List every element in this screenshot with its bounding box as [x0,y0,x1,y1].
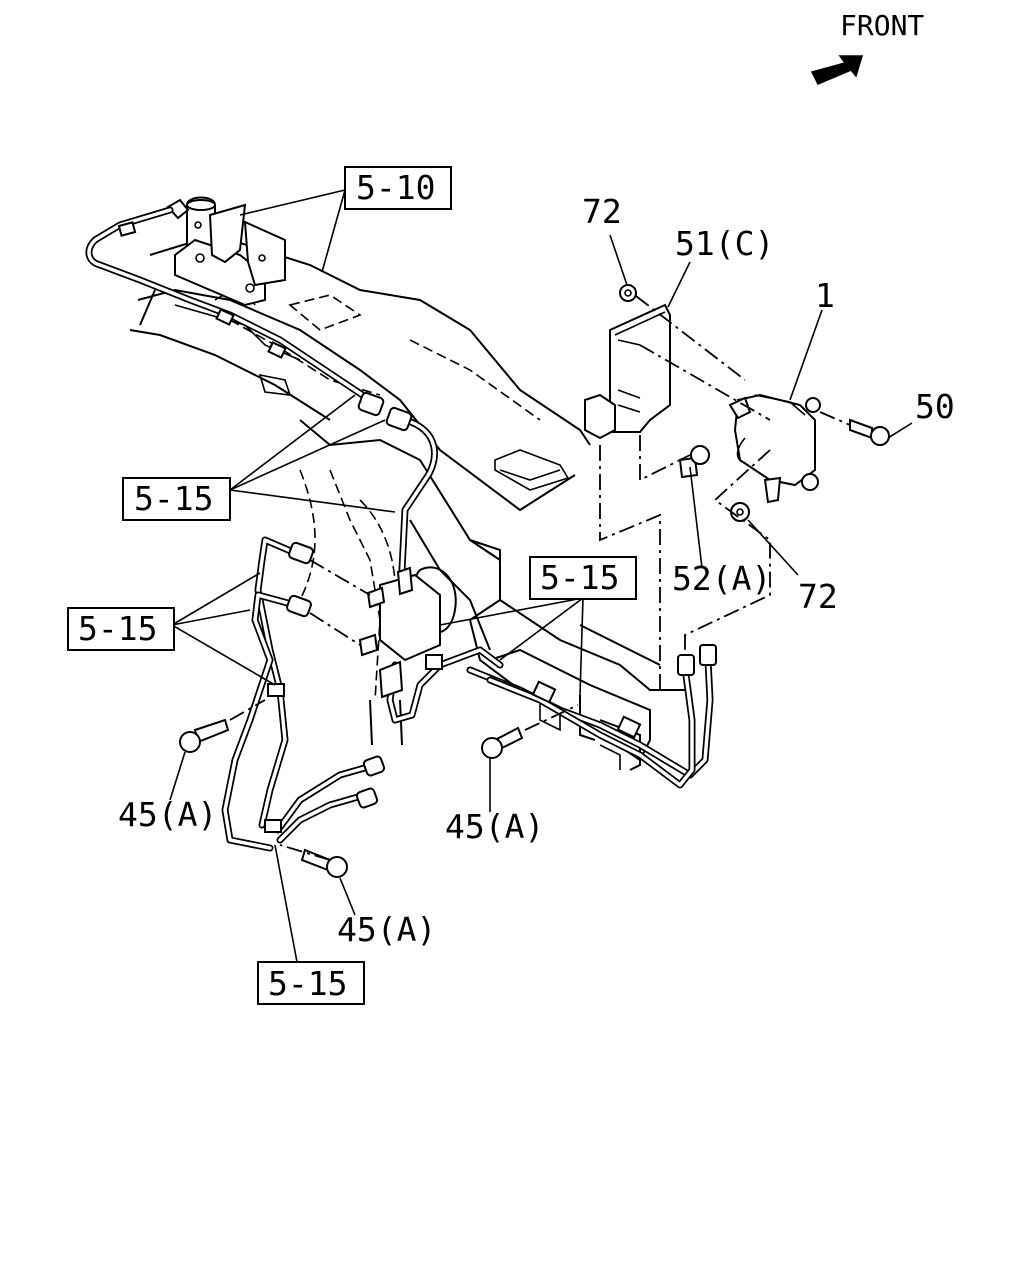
leader-lines [169,189,913,963]
ref-box-5-15-b: 5-15 [529,556,637,600]
ref-box-5-10: 5-10 [344,166,452,210]
callout-52a: 52(A) [672,559,771,598]
valve-bracket-assembly [166,196,286,307]
nut-72-top [619,284,637,302]
callout-45a-mid: 45(A) [445,807,544,846]
callout-1: 1 [815,276,835,315]
callout-50: 50 [915,387,955,426]
svg-text:5-10: 5-10 [356,168,435,207]
ref-box-5-15-d: 5-15 [257,961,365,1005]
callout-51c: 51(C) [675,224,774,263]
sensor-bracket [584,303,671,440]
part-callouts: 72 51(C) 1 50 52(A) 72 45(A) 45(A) 45(A) [118,192,955,949]
callout-45a-lower: 45(A) [337,910,436,949]
callout-45a-left: 45(A) [118,795,217,834]
arrow-icon [810,55,864,85]
pipe-fittings [286,391,717,809]
callout-72-top: 72 [582,192,622,231]
ref-box-5-15-c: 5-15 [67,607,175,651]
fasteners [179,284,890,878]
svg-text:5-15: 5-15 [78,609,157,648]
front-indicator: FRONT [810,9,924,85]
pipe-network [85,206,714,852]
assembly-lines [229,295,851,861]
front-label: FRONT [840,9,924,42]
svg-text:5-15: 5-15 [134,479,213,518]
svg-text:5-15: 5-15 [268,964,347,1003]
svg-text:5-15: 5-15 [540,558,619,597]
callout-72-bottom: 72 [798,577,838,616]
pressure-valve [728,393,821,504]
ref-box-5-15-a: 5-15 [122,477,231,521]
chassis-frame [129,233,690,771]
